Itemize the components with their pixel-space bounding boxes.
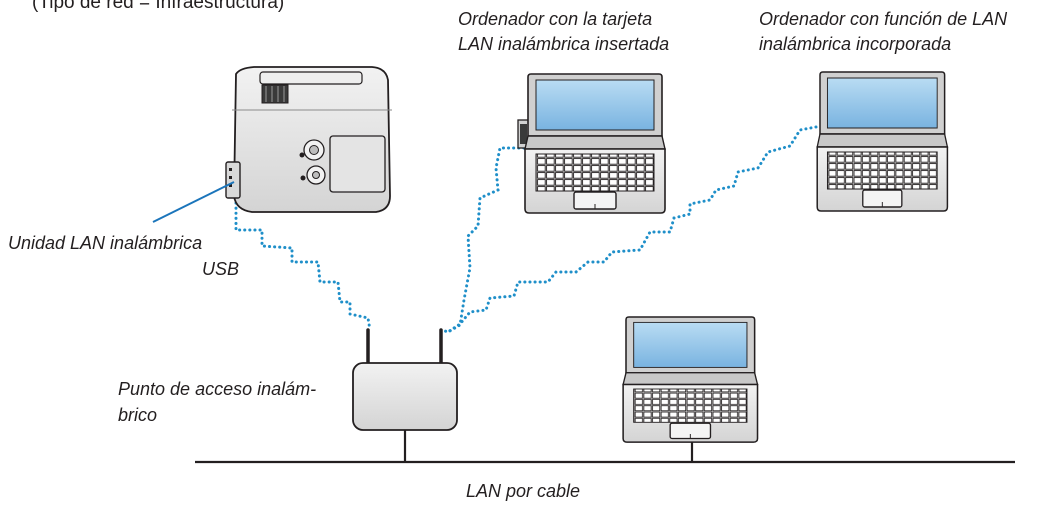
usb-unit-pointer-line [152,181,235,223]
wireless-access-point-icon [352,328,458,431]
laptop-card-icon [517,73,666,214]
wireless-link-laptop-builtin [446,125,818,334]
laptop-builtin-icon [816,71,949,212]
laptop-wired-icon [622,316,759,443]
access-point-label-line1: Punto de acceso inalám- [118,379,317,399]
usb-unit-label-line2: USB [201,259,239,279]
wireless-link-projector [234,201,372,332]
laptop-card-label-line1: Ordenador con la tarjeta [458,9,653,29]
dotted-wireless-link [234,125,818,334]
wired-lan-label: LAN por cable [466,481,581,501]
usb-unit-label-line1: Unidad LAN inalámbrica [8,233,203,253]
laptop-builtin-label-line1: Ordenador con función de LAN [759,9,1008,29]
access-point-label-line2: brico [118,405,158,425]
wireless-link-laptop-card [440,146,531,334]
laptop-card-label-line2: LAN inalámbrica insertada [458,34,670,54]
laptop-builtin-label-line2: inalámbrica incorporada [759,34,952,54]
usb-wireless-lan-unit-icon [225,161,241,199]
wired-lan-line [195,428,1015,464]
header-text: (Tipo de red = Infraestructura) [32,0,285,13]
projector-icon [232,66,392,213]
